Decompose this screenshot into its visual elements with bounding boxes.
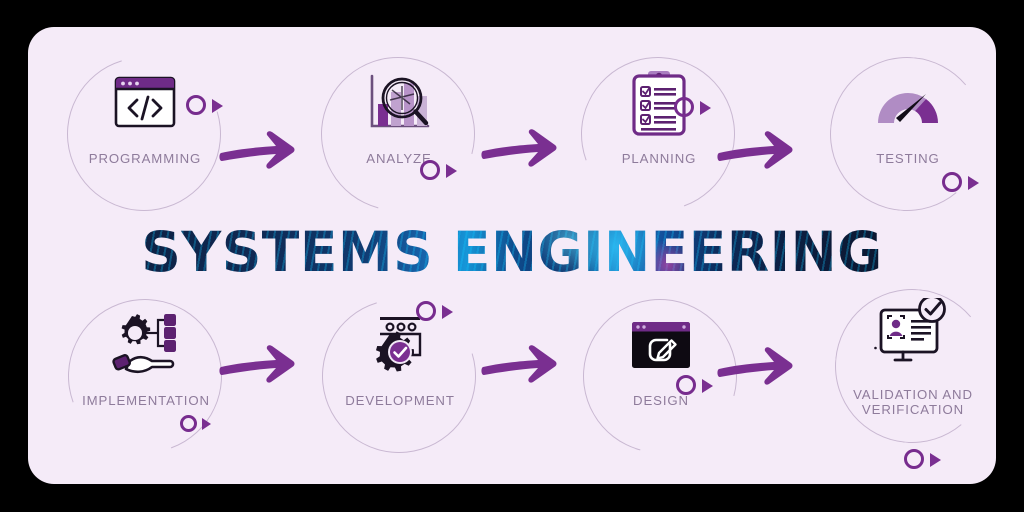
stage-row-bottom: IMPLEMENTATION xyxy=(28,270,996,482)
title-area: SYSTEMS ENGINEERING xyxy=(28,215,996,289)
page-title: SYSTEMS ENGINEERING xyxy=(141,220,883,284)
brush-arrow-right-icon xyxy=(218,123,298,175)
stage-label: IMPLEMENTATION xyxy=(82,393,210,408)
ring-triangle-marker-icon xyxy=(186,95,230,119)
ring-triangle-marker-icon xyxy=(904,449,948,473)
stage-label: VALIDATION AND VERIFICATION xyxy=(853,387,973,417)
brush-arrow-right-icon xyxy=(480,337,560,389)
ring-triangle-marker-icon xyxy=(420,160,464,184)
stage-implementation[interactable]: IMPLEMENTATION xyxy=(42,273,248,479)
infographic-card: PROGRAMMING xyxy=(28,27,996,484)
edit-pencil-window-icon xyxy=(576,305,746,385)
stage-label: DESIGN xyxy=(633,393,689,408)
ring-triangle-marker-icon xyxy=(416,301,460,325)
stage-programming[interactable]: PROGRAMMING xyxy=(39,29,249,239)
brush-arrow-right-icon xyxy=(716,339,796,391)
stage-row-top: PROGRAMMING xyxy=(28,28,996,240)
code-window-icon xyxy=(60,63,230,143)
ring-triangle-marker-icon xyxy=(942,172,986,196)
stage-label: PLANNING xyxy=(621,151,697,166)
stage-design[interactable]: DESIGN xyxy=(554,270,766,482)
stage-label: ANALYZE xyxy=(366,151,432,166)
speedometer-gauge-icon xyxy=(823,63,993,143)
stage-validation-verification[interactable]: VALIDATION AND VERIFICATION xyxy=(828,282,996,457)
bar-chart-magnifier-icon xyxy=(314,63,484,143)
stage-label: DEVELOPMENT xyxy=(345,393,455,408)
gear-check-browser-icon xyxy=(315,305,485,385)
monitor-id-check-icon xyxy=(828,295,996,375)
brush-arrow-right-icon xyxy=(480,121,560,173)
brush-arrow-right-icon xyxy=(218,337,298,389)
ring-triangle-marker-icon xyxy=(674,97,718,121)
stage-testing[interactable]: TESTING xyxy=(823,50,993,225)
stage-label: PROGRAMMING xyxy=(88,151,202,166)
ring-triangle-marker-icon xyxy=(180,415,224,439)
stage-analyze[interactable]: ANALYZE xyxy=(292,28,504,240)
brush-arrow-right-icon xyxy=(716,123,796,175)
hand-gear-network-icon xyxy=(61,305,231,385)
stage-development[interactable]: DEVELOPMENT xyxy=(294,271,504,481)
ring-triangle-marker-icon xyxy=(676,375,720,399)
stage-label: TESTING xyxy=(876,151,940,166)
